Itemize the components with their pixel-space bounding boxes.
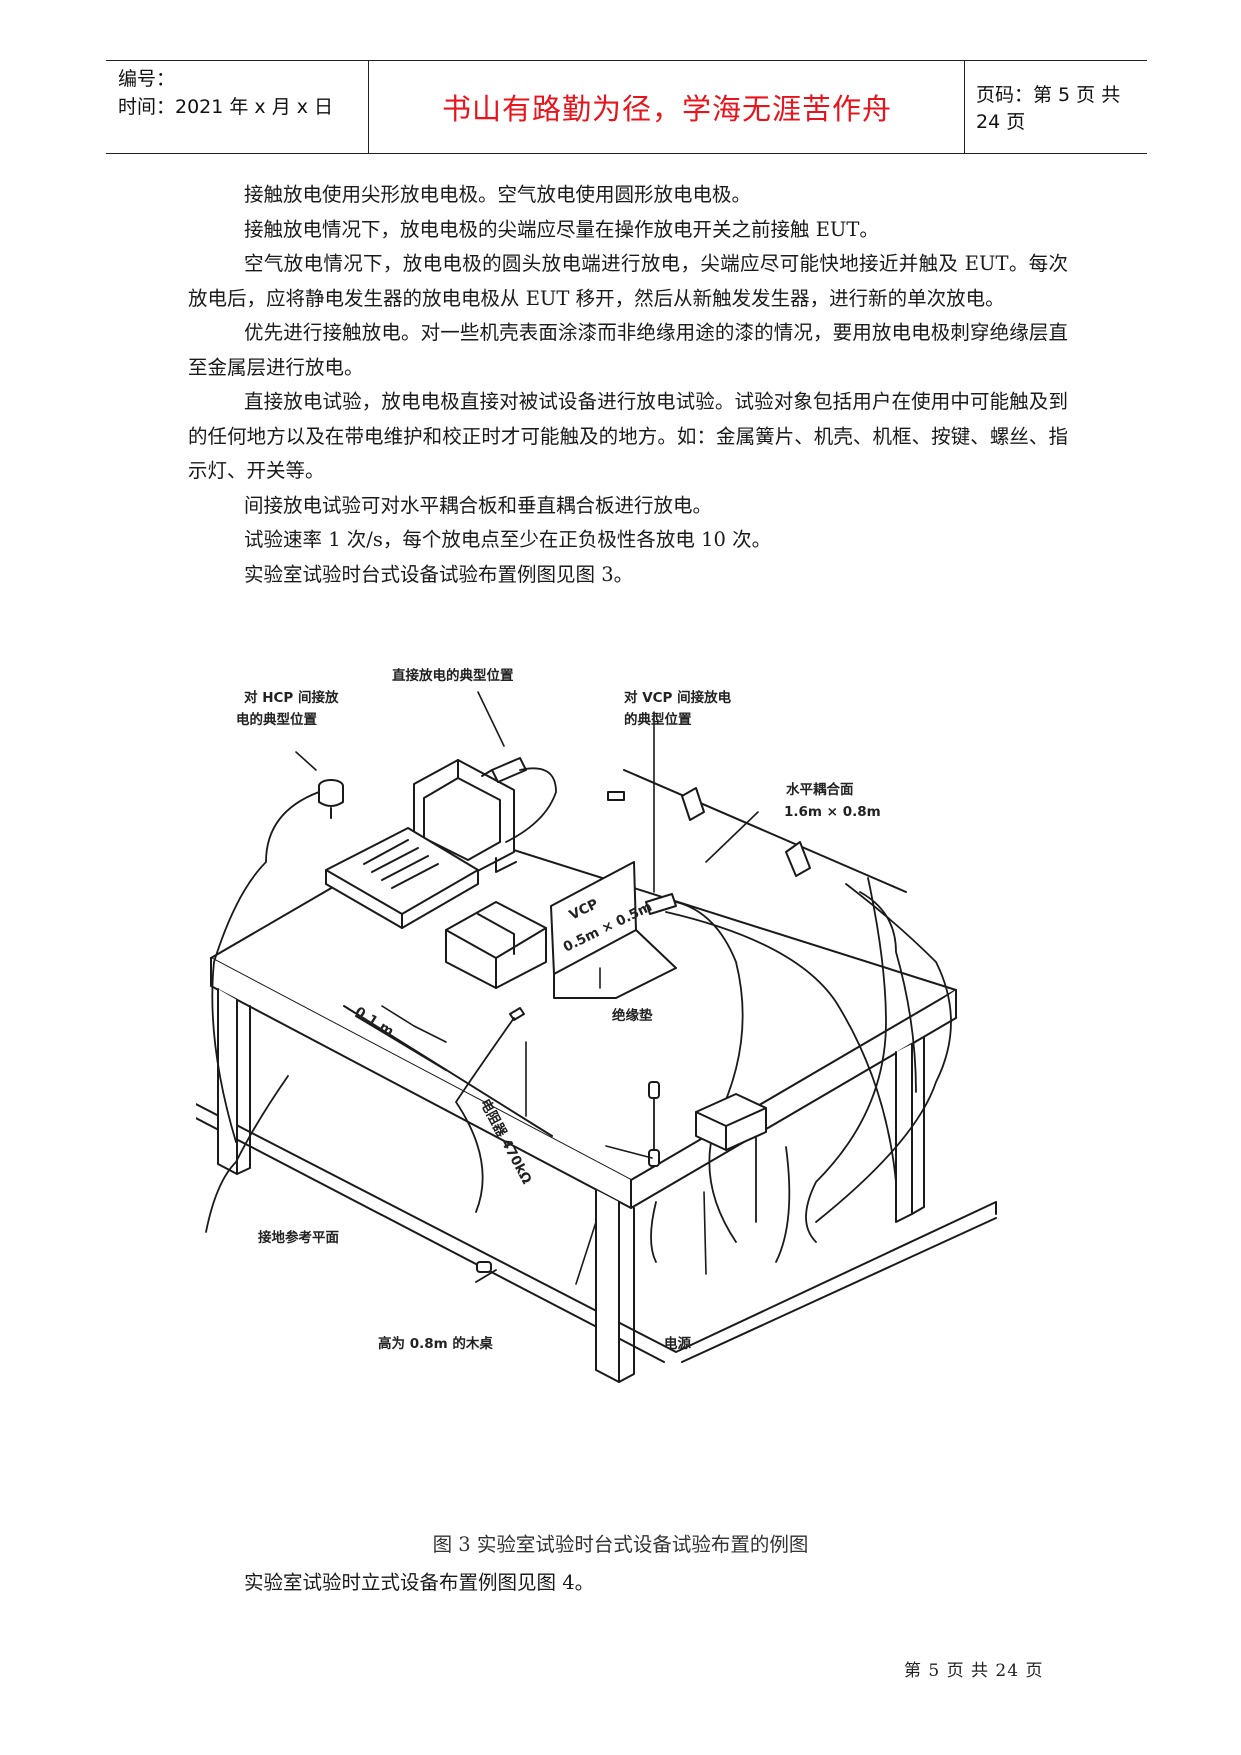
ground-plane <box>196 1103 997 1363</box>
label-hcp-line2: 电的典型位置 <box>236 711 317 728</box>
label-direct-discharge: 直接放电的典型位置 <box>392 667 514 684</box>
resistor-icon <box>476 1081 660 1273</box>
header-meta: 编号： 时间：2021 年 x 月 x 日 <box>118 65 363 121</box>
paragraph-after-figure: 实验室试验时立式设备布置例图见图 4。 <box>244 1571 595 1594</box>
label-power-supply: 电源 <box>664 1335 692 1352</box>
paragraph: 接触放电使用尖形放电电极。空气放电使用圆形放电电极。 <box>244 183 752 206</box>
page-header: 编号： 时间：2021 年 x 月 x 日 书山有路勤为径，学海无涯苦作舟 页码… <box>106 60 1147 154</box>
figure-caption: 图 3 实验室试验时台式设备试验布置的例图 <box>432 1533 809 1556</box>
test-setup-diagram: 直接放电的典型位置 对 HCP 间接放 电的典型位置 对 VCP 间接放电 的典… <box>196 667 997 1383</box>
header-motto: 书山有路勤为径，学海无涯苦作舟 <box>441 92 892 126</box>
label-horizontal-plane-size: 1.6m × 0.8m <box>784 804 881 820</box>
paragraph: 实验室试验时台式设备试验布置例图见图 3。 <box>244 562 634 586</box>
paragraph: 间接放电试验可对水平耦合板和垂直耦合板进行放电。 <box>244 493 713 517</box>
header-divider <box>964 61 965 153</box>
eut-device <box>445 901 547 989</box>
label-insulation-mat: 绝缘垫 <box>612 1007 653 1024</box>
header-page-info: 页码：第 5 页 共 24 页 <box>976 84 1121 133</box>
test-setup-figure: 直接放电的典型位置 对 HCP 间接放 电的典型位置 对 VCP 间接放电 的典… <box>196 662 1016 1512</box>
vertical-coupling-plane <box>550 861 677 999</box>
hcp-clip-icon <box>607 787 811 877</box>
paragraph: 试验速率 1 次/s，每个放电点至少在正负极性各放电 10 次。 <box>244 528 772 551</box>
label-hcp-line1: 对 HCP 间接放 <box>244 689 339 706</box>
paragraph: 直接放电试验，放电电极直接对被试设备进行放电试验。试验对象包括用户在使用中可能触… <box>188 390 1068 482</box>
label-vcp-line2: 的典型位置 <box>624 711 692 728</box>
label-vcp-line1: 对 VCP 间接放电 <box>624 689 732 706</box>
header-time-label: 时间：2021 年 x 月 x 日 <box>118 96 334 118</box>
power-supply-box <box>695 1093 767 1151</box>
header-number-label: 编号： <box>118 68 176 90</box>
label-horizontal-plane: 水平耦合面 <box>786 781 854 798</box>
cables <box>205 767 952 1283</box>
label-ground-plane: 接地参考平面 <box>258 1229 339 1246</box>
pointer-arrows <box>295 691 759 1285</box>
page-footer: 第 5 页 共 24 页 <box>904 1661 1044 1681</box>
horizontal-coupling-plane <box>343 769 907 1137</box>
eut-keyboard <box>325 827 479 929</box>
paragraph: 空气放电情况下，放电电极的圆头放电端进行放电，尖端应尽可能快地接近并触及 EUT… <box>188 252 1068 310</box>
paragraph: 接触放电情况下，放电电极的尖端应尽量在操作放电开关之前接触 EUT。 <box>244 217 879 241</box>
label-wooden-table: 高为 0.8m 的木桌 <box>378 1335 493 1352</box>
esd-gun-icon <box>318 757 677 1021</box>
paragraph: 优先进行接触放电。对一些机壳表面涂漆而非绝缘用途的漆的情况，要用放电电极刺穿绝缘… <box>188 321 1068 379</box>
body-text: 接触放电使用尖形放电电极。空气放电使用圆形放电电极。 接触放电情况下，放电电极的… <box>188 178 1068 592</box>
header-divider <box>368 61 369 153</box>
